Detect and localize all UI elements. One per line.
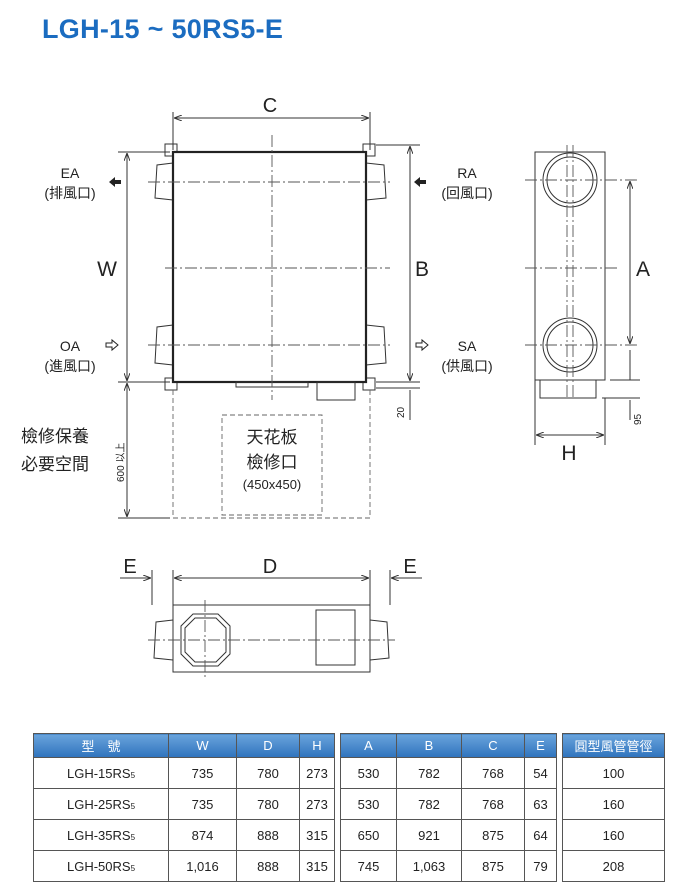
cell-d: 888 xyxy=(236,819,300,851)
header-h: H xyxy=(299,733,335,758)
dim-label-e-right: E xyxy=(403,556,416,578)
label-sa-cn: (供風口) xyxy=(441,358,492,374)
cell-w: 874 xyxy=(168,819,237,851)
cell-c: 768 xyxy=(461,788,525,820)
ceiling-size: (450x450) xyxy=(243,477,302,492)
cell-c: 875 xyxy=(461,819,525,851)
label-ea: EA xyxy=(61,165,80,181)
label-oa-cn: (進風口) xyxy=(44,358,95,374)
cell-a: 530 xyxy=(340,788,397,820)
cell-h: 273 xyxy=(299,788,335,820)
cell-model: LGH-50RS5 xyxy=(33,850,169,882)
cell-model: LGH-25RS5 xyxy=(33,788,169,820)
label-ra-cn: (回風口) xyxy=(441,185,492,201)
dim-label-e-left: E xyxy=(123,556,136,578)
cell-h: 315 xyxy=(299,819,335,851)
top-view: C W B 20 EA xyxy=(21,95,493,519)
header-b: B xyxy=(396,733,462,758)
cell-a: 530 xyxy=(340,757,397,789)
cell-b: 782 xyxy=(396,757,462,789)
cell-w: 1,016 xyxy=(168,850,237,882)
page-title: LGH-15 ~ 50RS5-E xyxy=(42,14,284,44)
cell-d: 888 xyxy=(236,850,300,882)
dim-label-h: H xyxy=(561,442,576,465)
cell-d: 780 xyxy=(236,757,300,789)
header-a: A xyxy=(340,733,397,758)
header-duct-diameter: 圓型風管管徑 xyxy=(562,733,665,758)
cell-d: 780 xyxy=(236,788,300,820)
table-row: 208 xyxy=(562,850,665,882)
arrow-out-icon xyxy=(109,177,121,187)
dim-label-b: B xyxy=(415,258,429,281)
label-oa: OA xyxy=(60,338,81,354)
label-ea-cn: (排風口) xyxy=(44,185,95,201)
spec-table-duct: 圓型風管管徑 100 160 160 208 xyxy=(562,733,665,882)
table-row: 160 xyxy=(562,788,665,820)
cell-duct: 100 xyxy=(562,757,665,789)
clearance-95: 95 xyxy=(633,413,644,425)
cell-h: 273 xyxy=(299,757,335,789)
cell-a: 650 xyxy=(340,819,397,851)
cell-a: 745 xyxy=(340,850,397,882)
dimension-drawing: C W B 20 EA xyxy=(21,95,650,678)
cell-duct: 160 xyxy=(562,788,665,820)
control-box xyxy=(316,381,356,401)
cell-w: 735 xyxy=(168,788,237,820)
cell-h: 315 xyxy=(299,850,335,882)
maintenance-line2: 必要空間 xyxy=(21,455,89,474)
bottom-view: D E E xyxy=(120,556,422,678)
cell-duct: 208 xyxy=(562,850,665,882)
cell-c: 875 xyxy=(461,850,525,882)
arrow-hollow-icon xyxy=(105,338,119,352)
cell-e: 64 xyxy=(524,819,557,851)
cell-e: 54 xyxy=(524,757,557,789)
maintenance-area xyxy=(172,390,371,519)
cell-w: 735 xyxy=(168,757,237,789)
header-c: C xyxy=(461,733,525,758)
cell-model: LGH-35RS5 xyxy=(33,819,169,851)
header-e: E xyxy=(524,733,557,758)
cell-duct: 160 xyxy=(562,819,665,851)
cell-e: 63 xyxy=(524,788,557,820)
ceiling-access-opening xyxy=(221,414,323,516)
dim-label-d: D xyxy=(263,556,277,578)
label-ra: RA xyxy=(457,165,477,181)
side-view: A 95 H xyxy=(525,145,650,465)
cell-b: 782 xyxy=(396,788,462,820)
arrow-in-icon xyxy=(414,177,426,187)
cell-b: 1,063 xyxy=(396,850,462,882)
table-row: 160 xyxy=(562,819,665,851)
header-model: 型 號 xyxy=(33,733,169,758)
maintenance-line1: 檢修保養 xyxy=(21,427,89,446)
table-row: 100 xyxy=(562,757,665,789)
clearance-20: 20 xyxy=(396,406,407,418)
arrow-hollow-icon xyxy=(415,338,429,352)
dim-label-w: W xyxy=(97,258,117,281)
duct-ea xyxy=(154,162,174,201)
ceiling-line2: 檢修口 xyxy=(247,453,298,472)
header-w: W xyxy=(168,733,237,758)
cell-model: LGH-15RS5 xyxy=(33,757,169,789)
dim-label-a: A xyxy=(636,258,650,281)
header-d: D xyxy=(236,733,300,758)
cell-c: 768 xyxy=(461,757,525,789)
unit-body-top xyxy=(171,150,368,384)
dim-label-c: C xyxy=(263,95,277,117)
cell-b: 921 xyxy=(396,819,462,851)
clearance-600: 600 以上 xyxy=(115,443,127,482)
ceiling-line1: 天花板 xyxy=(247,428,298,447)
label-sa: SA xyxy=(458,338,477,354)
duct-ra xyxy=(365,162,387,201)
cell-e: 79 xyxy=(524,850,557,882)
